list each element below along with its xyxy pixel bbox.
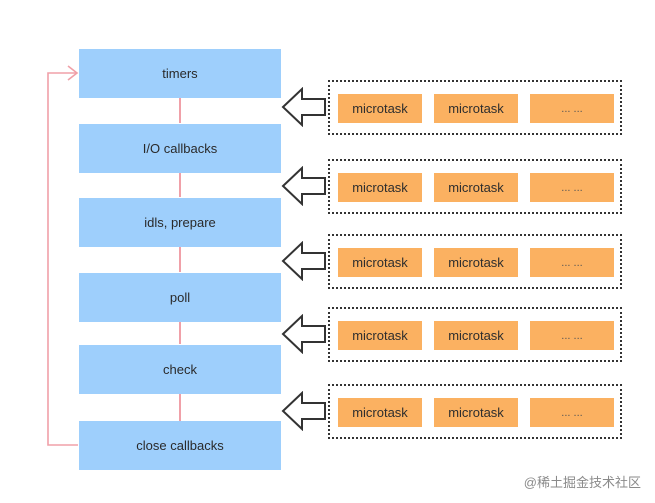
phase-close-callbacks: close callbacks: [79, 421, 281, 470]
phase-idle-prepare: idls, prepare: [79, 198, 281, 247]
hollow-left-arrow-icon: [281, 87, 326, 127]
hollow-left-arrow-icon: [281, 314, 326, 354]
microtask-item: microtask: [338, 321, 422, 350]
microtask-ellipsis: ... ...: [530, 248, 614, 277]
microtask-item: microtask: [338, 398, 422, 427]
microtask-ellipsis: ... ...: [530, 398, 614, 427]
microtask-ellipsis: ... ...: [530, 321, 614, 350]
microtask-item: microtask: [338, 248, 422, 277]
microtask-ellipsis: ... ...: [530, 94, 614, 123]
microtask-item: microtask: [434, 173, 518, 202]
hollow-left-arrow-icon: [281, 166, 326, 206]
microtask-ellipsis: ... ...: [530, 173, 614, 202]
phase-connector: [179, 322, 181, 344]
microtask-item: microtask: [338, 173, 422, 202]
microtask-queue: microtask microtask ... ...: [328, 307, 622, 362]
watermark: @稀土掘金技术社区: [523, 475, 641, 490]
phase-connector: [179, 394, 181, 421]
loop-back-arrow: [47, 65, 79, 446]
phase-connector: [179, 247, 181, 272]
microtask-queue: microtask microtask ... ...: [328, 234, 622, 289]
hollow-left-arrow-icon: [281, 391, 326, 431]
phase-timers: timers: [79, 49, 281, 98]
phase-io-callbacks: I/O callbacks: [79, 124, 281, 173]
phase-poll: poll: [79, 273, 281, 322]
hollow-left-arrow-icon: [281, 241, 326, 281]
microtask-item: microtask: [434, 94, 518, 123]
microtask-item: microtask: [338, 94, 422, 123]
microtask-queue: microtask microtask ... ...: [328, 80, 622, 135]
microtask-item: microtask: [434, 398, 518, 427]
microtask-queue: microtask microtask ... ...: [328, 384, 622, 439]
phase-connector: [179, 98, 181, 123]
phase-connector: [179, 173, 181, 197]
phase-check: check: [79, 345, 281, 394]
microtask-item: microtask: [434, 321, 518, 350]
microtask-queue: microtask microtask ... ...: [328, 159, 622, 214]
microtask-item: microtask: [434, 248, 518, 277]
